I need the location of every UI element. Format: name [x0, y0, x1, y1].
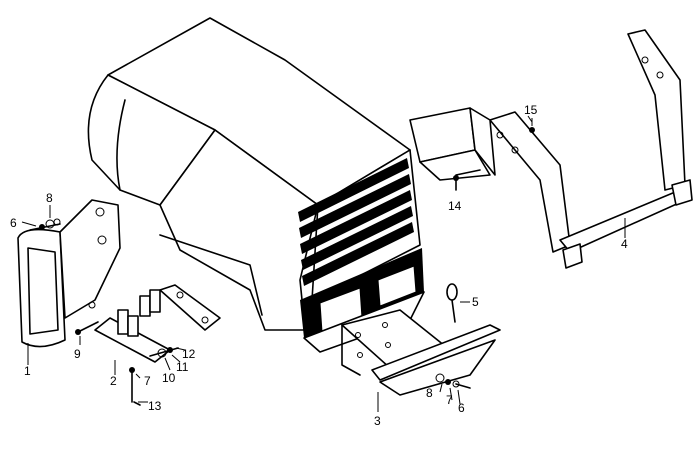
- part-2-mount-bracket: [94, 284, 221, 375]
- callout-1: 1: [24, 364, 31, 378]
- callout-8-left: 8: [46, 191, 53, 205]
- callout-8-right: 8: [426, 386, 433, 400]
- bolt-9: [75, 321, 99, 335]
- hood-assembly: [87, 17, 425, 353]
- nut-15: [529, 118, 535, 133]
- right-lower-fasteners: [435, 373, 471, 389]
- callout-15: 15: [524, 103, 538, 117]
- callout-7-right: 7: [446, 393, 453, 407]
- callout-2: 2: [110, 374, 117, 388]
- grille-bars: [298, 158, 414, 286]
- rear-lamp-bar: [409, 107, 496, 181]
- callout-10: 10: [162, 371, 176, 385]
- callout-14: 14: [448, 199, 462, 213]
- callout-9: 9: [74, 347, 81, 361]
- part-1-side-weight: [17, 199, 121, 365]
- callout-3: 3: [374, 414, 381, 428]
- callout-6-left: 6: [10, 216, 17, 230]
- left-bolt-stack: [29, 218, 61, 231]
- callout-12: 12: [182, 347, 196, 361]
- part-4-support-frame: [489, 29, 693, 269]
- callout-5: 5: [472, 295, 479, 309]
- callout-4: 4: [621, 237, 628, 251]
- callout-labels: 1 2 3 4 5 6 6 7 7 8 8 9 10 11 12 13 14 1…: [10, 103, 628, 428]
- callout-7-left: 7: [144, 374, 151, 388]
- fasteners-10-11-12: [149, 347, 179, 358]
- bolt-14: [453, 169, 481, 191]
- leader-lines: [21, 115, 533, 405]
- pin-5: [446, 283, 470, 323]
- part-3-skid-plate: [341, 309, 501, 412]
- callout-13: 13: [148, 399, 162, 413]
- callout-6-right: 6: [458, 401, 465, 415]
- bolt-13: [129, 367, 141, 406]
- callout-11: 11: [176, 360, 189, 374]
- headlight-right: [377, 265, 417, 307]
